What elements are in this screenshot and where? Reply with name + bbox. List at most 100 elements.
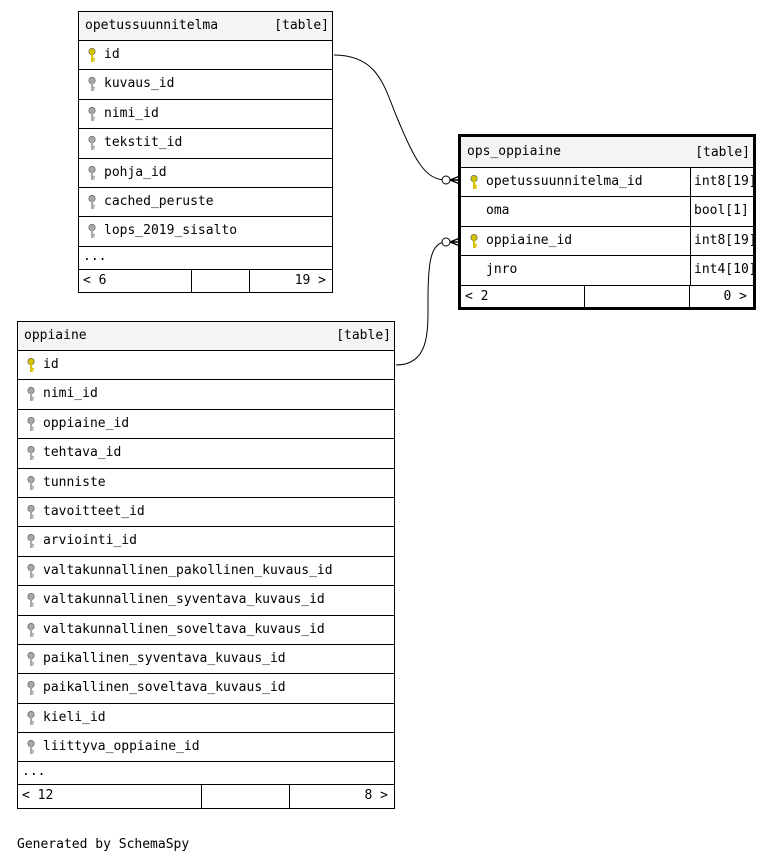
column-name: cached_peruste: [104, 193, 214, 209]
foreign-key-icon: [26, 386, 36, 402]
column-name: opetussuunnitelma_id: [486, 174, 643, 189]
column-name: nimi_id: [43, 386, 98, 402]
more-columns-label: ...: [22, 764, 46, 780]
column-name: valtakunnallinen_soveltava_kuvaus_id: [43, 621, 325, 637]
column-row[interactable]: valtakunnallinen_pakollinen_kuvaus_id: [18, 557, 394, 587]
column-row[interactable]: pohja_id: [79, 159, 332, 188]
column-row[interactable]: arviointi_id: [18, 527, 394, 557]
column-name: oppiaine_id: [43, 415, 130, 431]
column-type: int8[19]: [690, 226, 757, 256]
footer-divider: [289, 785, 290, 809]
foreign-key-icon: [87, 106, 97, 122]
column-name: valtakunnallinen_syventava_kuvaus_id: [43, 592, 325, 608]
table-name[interactable]: oppiaine: [24, 328, 87, 343]
column-name: tehtava_id: [43, 445, 122, 461]
foreign-key-icon: [26, 475, 36, 491]
table-name[interactable]: ops_oppiaine: [467, 144, 561, 159]
foreign-key-icon: [26, 622, 36, 638]
foreign-key-icon: [26, 651, 36, 667]
column-row[interactable]: oppiaine_id int8[19]: [461, 226, 757, 257]
column-name: pohja_id: [104, 164, 167, 180]
column-type: int4[10]: [690, 256, 757, 285]
column-name: tunniste: [43, 474, 106, 490]
foreign-key-icon: [26, 504, 36, 520]
column-list: id nimi_id oppiaine_id tehtava_id tunniste ta…: [18, 351, 394, 763]
table-ops-oppiaine[interactable]: ops_oppiaine [table] opetussuunnitelma_i…: [458, 134, 757, 310]
column-row[interactable]: oppiaine_id: [18, 410, 394, 440]
column-row[interactable]: paikallinen_soveltava_kuvaus_id: [18, 674, 394, 704]
table-name[interactable]: opetussuunnitelma: [85, 18, 219, 33]
column-name: tekstit_id: [104, 135, 183, 151]
foreign-key-icon: [87, 194, 97, 210]
parents-count[interactable]: < 2: [465, 288, 489, 304]
column-row[interactable]: nimi_id: [18, 380, 394, 410]
column-name: kieli_id: [43, 709, 106, 725]
foreign-key-icon: [87, 76, 97, 92]
parents-count[interactable]: < 12: [22, 788, 54, 804]
column-name: oppiaine_id: [486, 232, 573, 248]
column-row[interactable]: tehtava_id: [18, 439, 394, 469]
column-name: paikallinen_soveltava_kuvaus_id: [43, 680, 286, 696]
column-row[interactable]: cached_peruste: [79, 188, 332, 218]
foreign-key-icon: [26, 445, 36, 461]
column-row[interactable]: valtakunnallinen_soveltava_kuvaus_id: [18, 616, 394, 645]
children-count[interactable]: 8 >: [364, 788, 388, 804]
foreign-key-icon: [87, 223, 97, 239]
column-type: bool[1]: [690, 197, 753, 226]
column-name: tavoitteet_id: [43, 503, 145, 519]
children-count[interactable]: 19 >: [294, 272, 326, 288]
children-count[interactable]: 0 >: [723, 288, 747, 304]
column-row[interactable]: jnro int4[10]: [461, 256, 757, 286]
primary-key-icon: [26, 357, 36, 373]
foreign-key-icon: [26, 563, 36, 579]
primary-key-icon: [87, 47, 97, 63]
more-columns: ...: [79, 247, 332, 270]
footer-divider: [191, 269, 192, 293]
foreign-key-icon: [26, 533, 36, 549]
zero-cardinality-marker: [441, 237, 451, 247]
relationship-line: [395, 241, 447, 366]
relationship-line: [333, 54, 447, 181]
table-footer: < 2 0 >: [461, 285, 753, 309]
column-row[interactable]: nimi_id: [79, 100, 332, 130]
column-name: lops_2019_sisalto: [104, 223, 238, 239]
table-type: [table]: [695, 145, 750, 160]
column-row[interactable]: oma bool[1]: [461, 197, 753, 227]
table-footer: < 12 8 >: [18, 785, 394, 809]
column-row[interactable]: lops_2019_sisalto: [79, 217, 332, 247]
column-name: oma: [486, 203, 510, 219]
column-row[interactable]: tekstit_id: [79, 129, 332, 159]
column-row[interactable]: tavoitteet_id: [18, 498, 394, 528]
column-name: liittyva_oppiaine_id: [43, 739, 200, 755]
table-header: opetussuunnitelma [table]: [79, 12, 332, 41]
foreign-key-icon: [87, 165, 97, 181]
more-columns-label: ...: [83, 248, 107, 264]
column-name: valtakunnallinen_pakollinen_kuvaus_id: [43, 562, 333, 578]
foreign-key-icon: [26, 592, 36, 608]
footer-divider: [249, 269, 250, 293]
column-row[interactable]: paikallinen_syventava_kuvaus_id: [18, 645, 394, 675]
foreign-key-icon: [26, 680, 36, 696]
zero-cardinality-marker: [441, 175, 451, 185]
column-row[interactable]: tunniste: [18, 469, 394, 498]
column-name: arviointi_id: [43, 533, 137, 549]
column-row[interactable]: kuvaus_id: [79, 70, 332, 100]
column-row[interactable]: kieli_id: [18, 704, 394, 734]
primary-key-icon: [469, 233, 479, 249]
foreign-key-icon: [26, 710, 36, 726]
table-type: [table]: [274, 18, 329, 33]
column-row[interactable]: valtakunnallinen_syventava_kuvaus_id: [18, 586, 394, 616]
footer-divider: [689, 285, 690, 309]
column-name: jnro: [486, 262, 518, 278]
parents-count[interactable]: < 6: [83, 272, 107, 288]
column-name: id: [104, 47, 120, 62]
column-row[interactable]: id: [79, 41, 332, 71]
column-name: id: [43, 357, 59, 372]
column-row[interactable]: liittyva_oppiaine_id: [18, 733, 394, 763]
column-row[interactable]: id: [18, 351, 394, 381]
